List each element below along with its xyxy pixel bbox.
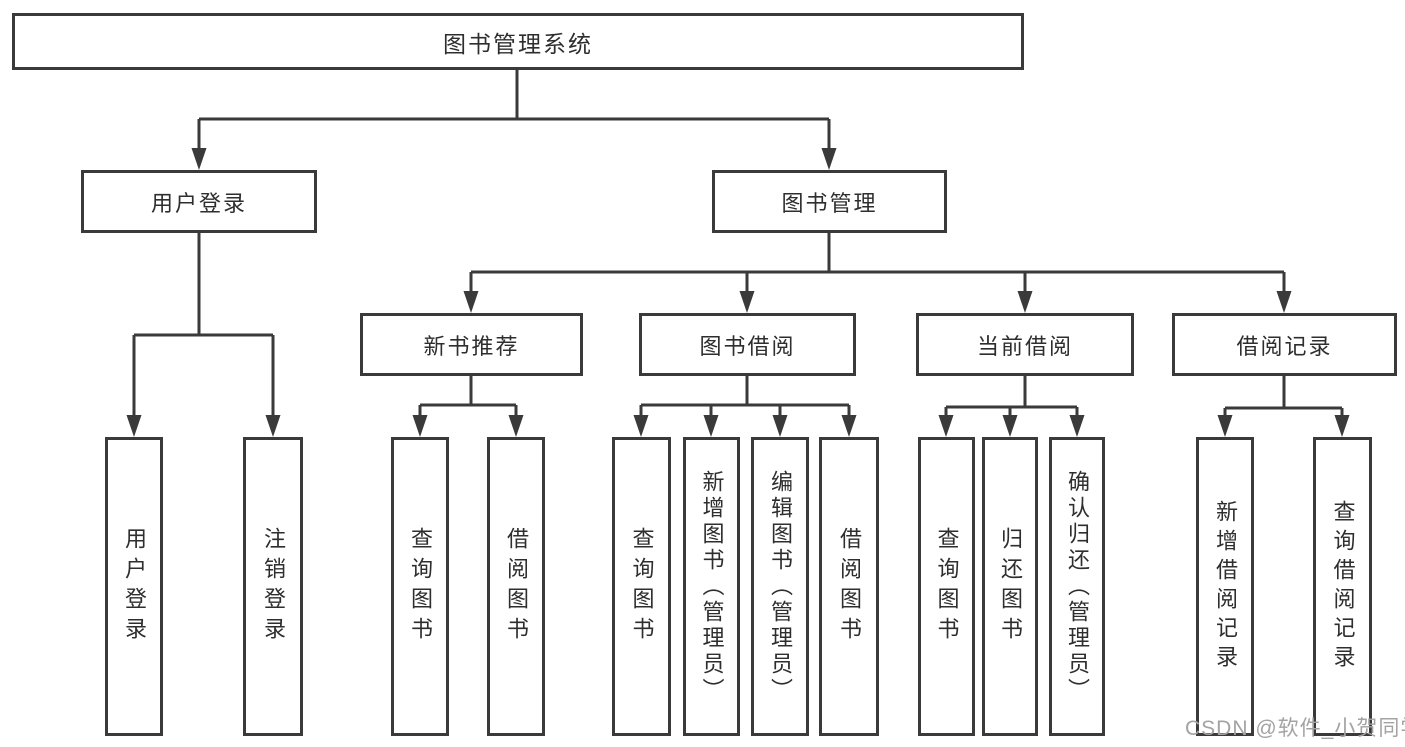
watermark: CSDN @软件_小贺同学 xyxy=(1185,717,1405,740)
arrowhead-icon xyxy=(412,415,428,437)
leaf-current-query-books: 查询图书 xyxy=(918,437,975,736)
arrowhead-icon xyxy=(508,415,524,437)
arrowhead-icon xyxy=(1017,291,1033,313)
leaf-logout: 注销登录 xyxy=(243,437,303,736)
leaf-query-borrow-record: 查询借阅记录 xyxy=(1313,437,1372,736)
leaf-confirm-return-admin: 确认归还（管理员） xyxy=(1049,437,1105,736)
leaf-edit-book-admin: 编辑图书（管理员） xyxy=(751,437,809,736)
leaf-return-books: 归还图书 xyxy=(982,437,1038,736)
arrowhead-icon xyxy=(126,415,142,437)
arrowhead-icon xyxy=(1002,415,1018,437)
arrowhead-icon xyxy=(463,291,479,313)
arrowhead-icon xyxy=(265,415,281,437)
node-library-system: 图书管理系统 xyxy=(12,13,1024,70)
arrowhead-icon xyxy=(633,415,649,437)
node-book-management: 图书管理 xyxy=(712,170,947,233)
leaf-add-book-admin: 新增图书（管理员） xyxy=(683,437,740,736)
node-book-borrowing: 图书借阅 xyxy=(639,313,856,376)
node-user-login: 用户登录 xyxy=(81,170,317,233)
arrowhead-icon xyxy=(841,415,857,437)
leaf-recommend-query-books: 查询图书 xyxy=(391,437,449,736)
arrowhead-icon xyxy=(1334,415,1350,437)
node-current-borrowing: 当前借阅 xyxy=(916,313,1134,376)
node-new-book-recommend: 新书推荐 xyxy=(360,313,583,376)
leaf-user-login: 用户登录 xyxy=(105,437,163,736)
node-borrowing-records: 借阅记录 xyxy=(1172,313,1397,376)
leaf-borrowing-query-books: 查询图书 xyxy=(612,437,671,736)
arrowhead-icon xyxy=(1276,291,1292,313)
arrowhead-icon xyxy=(821,148,837,170)
leaf-recommend-borrow-books: 借阅图书 xyxy=(487,437,545,736)
arrowhead-icon xyxy=(703,415,719,437)
arrowhead-icon xyxy=(772,415,788,437)
arrowhead-icon xyxy=(1217,415,1233,437)
arrowhead-icon xyxy=(739,291,755,313)
arrowhead-icon xyxy=(191,148,207,170)
leaf-borrow-books: 借阅图书 xyxy=(819,437,879,736)
arrowhead-icon xyxy=(1069,415,1085,437)
leaf-add-borrow-record: 新增借阅记录 xyxy=(1196,437,1254,736)
arrowhead-icon xyxy=(938,415,954,437)
